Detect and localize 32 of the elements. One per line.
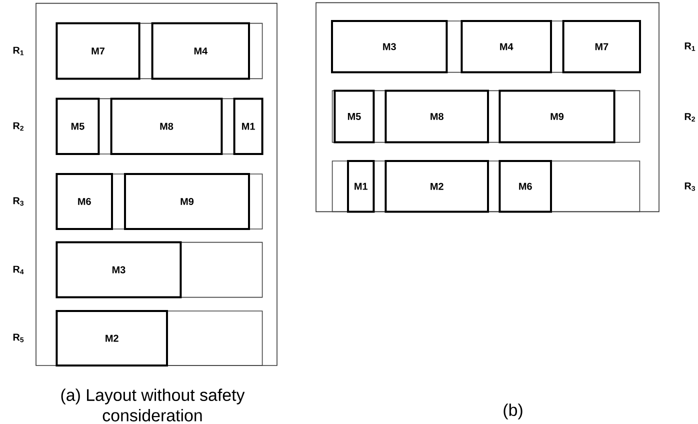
caption: (a) Layout without safety consideration — [61, 388, 245, 422]
panel-frame — [316, 2, 660, 212]
machine-box: M9 — [124, 173, 250, 230]
row-label: R$_{3}$ — [13, 197, 24, 206]
row-label: R$_{2}$ — [684, 113, 695, 122]
machine-box: M9 — [498, 90, 616, 144]
machine-box: M8 — [110, 98, 223, 155]
machine-box: M7 — [56, 22, 140, 80]
machine-box: M3 — [331, 20, 448, 74]
machine-box: M8 — [384, 90, 489, 144]
machine-box: M7 — [562, 20, 641, 74]
row-box — [332, 90, 640, 143]
machine-box: M4 — [460, 20, 552, 74]
machine-box: M5 — [56, 98, 100, 155]
machine-box: M5 — [334, 90, 375, 144]
machine-box: M6 — [498, 160, 552, 213]
machine-box: M2 — [56, 310, 168, 366]
row-label: R$_{1}$ — [13, 46, 24, 56]
row-label: R$_{5}$ — [13, 334, 24, 342]
machine-box: M4 — [151, 22, 250, 80]
machine-box: M3 — [56, 241, 182, 298]
row-label: R$_{4}$ — [13, 266, 24, 274]
panel-frame — [36, 2, 278, 366]
machine-box: M6 — [56, 173, 113, 230]
machine-box: M2 — [384, 160, 489, 213]
caption: (b) — [504, 404, 522, 420]
row-label: R$_{2}$ — [13, 122, 24, 131]
machine-box: M1 — [347, 160, 375, 213]
machine-box: M1 — [233, 98, 264, 155]
row-label: R$_{1}$ — [684, 42, 696, 51]
row-label: R$_{3}$ — [684, 182, 696, 191]
row-box — [332, 160, 640, 212]
